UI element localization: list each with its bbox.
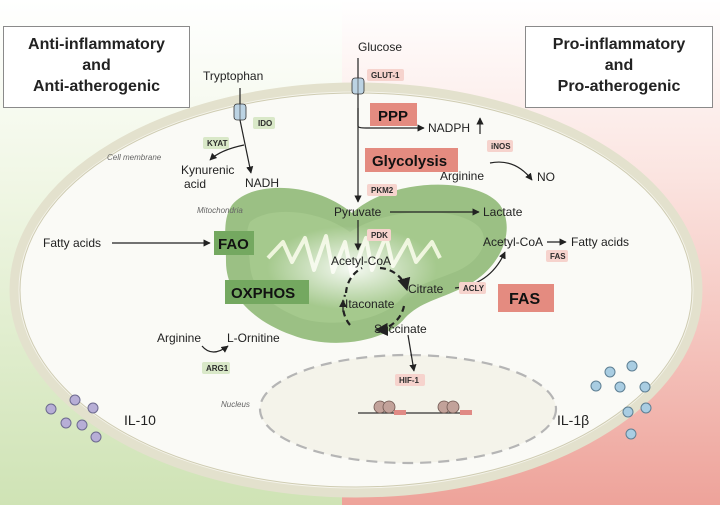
metabolite-kynurenic: Kynurenic — [181, 163, 234, 177]
metabolite-succinate: Succinate — [374, 322, 427, 336]
pathway-fao: FAO — [218, 236, 249, 253]
enzyme-hif1: HIF-1 — [399, 376, 420, 385]
metabolite-nadh: NADH — [245, 176, 279, 190]
enzyme-glut1: GLUT-1 — [371, 71, 400, 80]
metabolite-nadph: NADPH — [428, 121, 470, 135]
pathway-box-bg — [225, 280, 309, 304]
enzyme-badge-bg — [367, 229, 391, 241]
pathway-oxphos: OXPHOS — [231, 285, 295, 302]
heading-line: and — [604, 57, 634, 74]
metabolite-acetyl-coa-mito: Acetyl-CoA — [331, 254, 391, 268]
metabolite-acetyl-coa-cyto: Acetyl-CoA — [483, 235, 543, 249]
ido-transporter-icon — [233, 103, 247, 121]
nucleus-envelope — [258, 353, 558, 465]
nucleus-label: Nucleus — [221, 400, 250, 409]
il1b-particles — [590, 360, 652, 440]
mitochondria-label: Mitochondria — [197, 206, 243, 215]
heading-line: Pro-inflammatory — [552, 36, 686, 53]
enzyme-badge-bg — [367, 69, 404, 81]
metabolite-arginine-right: Arginine — [440, 169, 484, 183]
anti-inflammatory-heading: Anti-inflammatory and Anti-atherogenic — [3, 26, 190, 108]
cytokine-il10: IL-10 — [124, 412, 156, 428]
metabolite-pyruvate: Pyruvate — [334, 205, 382, 219]
pathway-fas: FAS — [509, 291, 540, 308]
dna-strand — [358, 400, 472, 415]
enzyme-badge-bg — [253, 117, 275, 129]
heading-line: and — [82, 57, 111, 74]
metabolite-l-ornitine: L-Ornitine — [227, 331, 280, 345]
enzyme-arg1: ARG1 — [206, 364, 229, 373]
enzyme-badge-bg — [459, 282, 486, 294]
metabolite-citrate: Citrate — [408, 282, 444, 296]
heading-line: Pro-atherogenic — [557, 78, 681, 95]
enzyme-pkm2: PKM2 — [371, 186, 394, 195]
enzyme-badge-bg — [202, 362, 230, 374]
pathway-box-bg — [365, 148, 458, 172]
pathway-box-bg — [498, 284, 554, 312]
heading-line: Anti-inflammatory — [28, 36, 165, 53]
pathway-arrows — [112, 58, 567, 372]
enzyme-pdk: PDK — [371, 231, 388, 240]
enzyme-inos: iNOS — [491, 142, 511, 151]
il10-particles — [45, 394, 102, 443]
cytokine-il1b: IL-1β — [557, 412, 589, 428]
metabolite-arginine-left: Arginine — [157, 331, 201, 345]
metabolite-no: NO — [537, 170, 555, 184]
enzyme-badge-bg — [546, 250, 568, 262]
enzyme-kyat: KYAT — [207, 139, 228, 148]
metabolite-lactate: Lactate — [483, 205, 523, 219]
pathway-glycolysis: Glycolysis — [372, 153, 447, 170]
enzyme-badge-bg — [487, 140, 513, 152]
metabolite-fatty-acids-left: Fatty acids — [43, 236, 101, 250]
pathway-box-bg — [214, 231, 254, 255]
enzyme-badge-bg — [367, 184, 397, 196]
enzyme-acly: ACLY — [463, 284, 485, 293]
enzyme-badge-bg — [203, 137, 229, 149]
enzyme-badge-bg — [395, 374, 425, 386]
pro-inflammatory-heading: Pro-inflammatory and Pro-atherogenic — [525, 26, 713, 108]
heading-line: Anti-atherogenic — [32, 78, 161, 95]
pathway-ppp: PPP — [378, 108, 408, 125]
pathway-box-bg — [370, 103, 417, 126]
metabolite-itaconate: Itaconate — [345, 297, 395, 311]
enzyme-fas-small: FAS — [550, 252, 566, 261]
metabolite-acid: acid — [184, 177, 206, 191]
metabolite-glucose: Glucose — [358, 40, 402, 54]
cell-membrane-label: Cell membrane — [107, 153, 162, 162]
metabolite-tryptophan: Tryptophan — [203, 69, 263, 83]
glut1-transporter-icon — [351, 77, 365, 95]
enzyme-ido: IDO — [258, 119, 272, 128]
metabolite-fatty-acids-right: Fatty acids — [571, 235, 629, 249]
